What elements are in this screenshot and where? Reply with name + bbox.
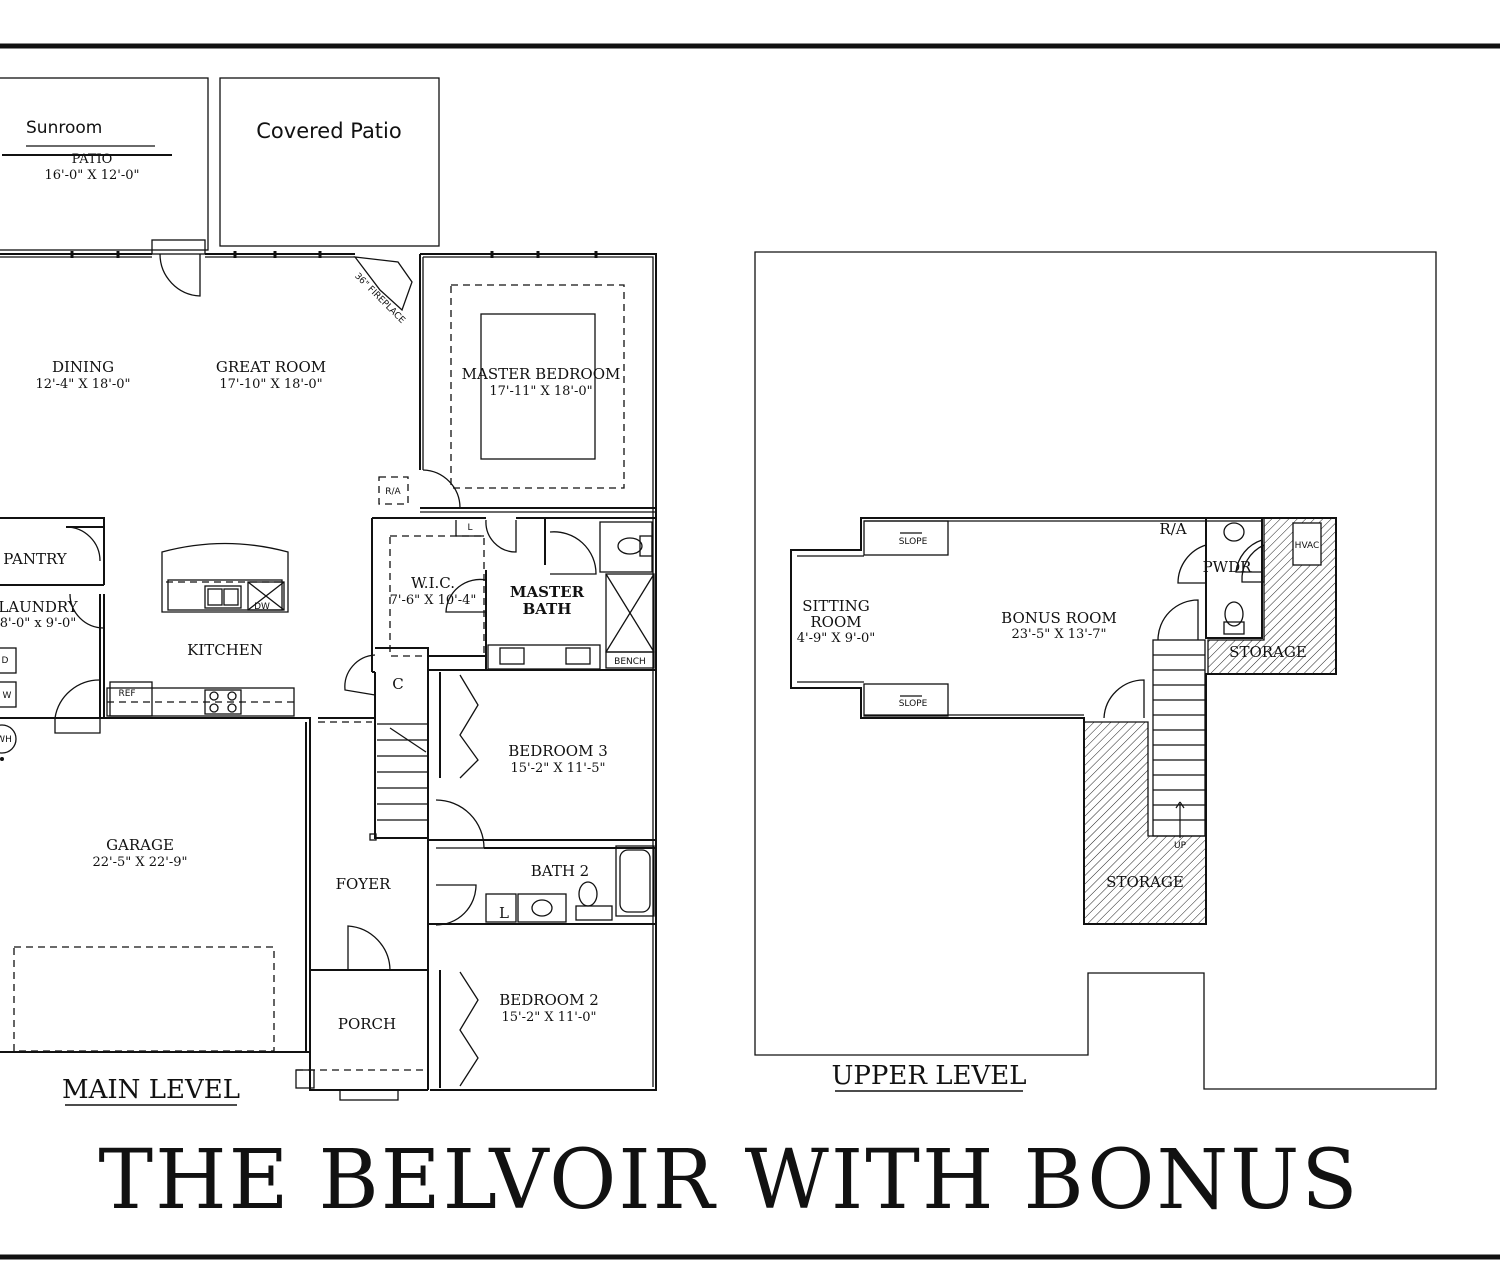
water-heater-label: WH <box>0 735 12 745</box>
foyer-label: FOYER <box>336 875 392 893</box>
bedroom3-dim: 15'-2" X 11'-5" <box>510 761 605 776</box>
bedroom2-label: BEDROOM 2 <box>499 991 599 1009</box>
pantry-label: PANTRY <box>3 550 68 568</box>
garage-label: GARAGE <box>106 836 174 854</box>
master-bath-label-2: BATH <box>523 600 572 618</box>
plan-title: THE BELVOIR WITH BONUS <box>98 1133 1359 1228</box>
closet-c-label: C <box>392 675 403 693</box>
sitting-room-label-1: SITTING <box>802 597 870 615</box>
dining-label: DINING <box>52 358 114 376</box>
ra-label-main: R/A <box>385 487 401 497</box>
wic-dim: 7'-6" X 10'-4" <box>390 593 477 608</box>
bonus-room-label: BONUS ROOM <box>1001 609 1117 627</box>
great-room-label: GREAT ROOM <box>216 358 326 376</box>
dining-dim: 12'-4" X 18'-0" <box>35 377 130 392</box>
wic-label: W.I.C. <box>411 574 455 592</box>
upper-level-plan: SLOPE SLOPE HVAC <box>754 251 1437 1090</box>
ra-label-upper: R/A <box>1159 520 1186 538</box>
sunroom-outline <box>0 77 209 251</box>
sitting-room-label-2: ROOM <box>810 613 861 631</box>
master-bedroom-label: MASTER BEDROOM <box>462 365 621 383</box>
dw-label: DW <box>254 602 270 612</box>
upper-level-labels: R/A PWDR SITTING ROOM 4'-9" X 9'-0" BONU… <box>797 520 1307 1092</box>
laundry-label: LAUNDRY <box>0 598 79 616</box>
covered-patio-label: Covered Patio <box>256 119 401 143</box>
main-level-title: MAIN LEVEL <box>62 1075 240 1105</box>
slope-bottom-label: SLOPE <box>899 699 928 709</box>
washer-label: W <box>3 691 12 701</box>
great-room-dim: 17'-10" X 18'-0" <box>219 377 322 392</box>
sunroom-label: Sunroom <box>26 118 102 138</box>
bench-label: BENCH <box>614 657 646 667</box>
master-bedroom-dim: 17'-11" X 18'-0" <box>489 384 592 399</box>
slope-top-label: SLOPE <box>899 537 928 547</box>
covered-patio-outline <box>219 77 440 247</box>
wic-linen-label: L <box>467 523 472 533</box>
storage-upper-label: STORAGE <box>1229 643 1307 661</box>
main-level-labels: Sunroom PATIO 16'-0" X 12'-0" Covered Pa… <box>0 118 621 1106</box>
fireplace-label: 36" FIREPLACE <box>352 271 407 326</box>
hvac-label: HVAC <box>1295 541 1320 551</box>
kitchen-label: KITCHEN <box>187 641 263 659</box>
pwdr-label: PWDR <box>1203 558 1253 576</box>
patio-dim: 16'-0" X 12'-0" <box>44 168 139 183</box>
garage-dim: 22'-5" X 22'-9" <box>92 855 187 870</box>
porch-label: PORCH <box>338 1015 396 1033</box>
ref-label: REF <box>118 689 135 699</box>
sitting-room-dim: 4'-9" X 9'-0" <box>797 631 876 646</box>
upper-level-title: UPPER LEVEL <box>832 1061 1027 1091</box>
patio-label: PATIO <box>72 152 113 167</box>
storage-lower-label: STORAGE <box>1106 873 1184 891</box>
bonus-room-dim: 23'-5" X 13'-7" <box>1011 627 1106 642</box>
bath2-linen-label: L <box>499 904 509 922</box>
bedroom2-dim: 15'-2" X 11'-0" <box>501 1010 596 1025</box>
master-bath-label-1: MASTER <box>510 583 585 601</box>
up-label: UP <box>1174 841 1187 851</box>
dryer-label: D <box>2 656 9 666</box>
laundry-dim: 8'-0" x 9'-0" <box>0 616 76 631</box>
bedroom3-label: BEDROOM 3 <box>508 742 608 760</box>
bath2-label: BATH 2 <box>531 862 589 880</box>
